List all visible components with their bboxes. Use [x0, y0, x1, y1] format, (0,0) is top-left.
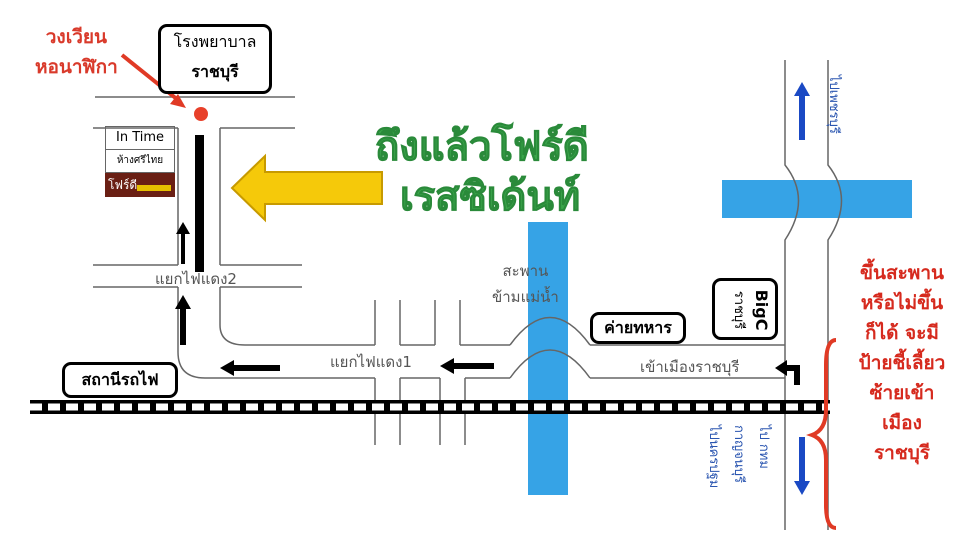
directions-note: ขึ้นสะพาน หรือไม่ขึ้น ก็ได้ จะมี ป้ายชี้…	[840, 258, 964, 468]
army-camp-box: ค่ายทหาร	[590, 312, 686, 344]
arrived-title: ถึงแล้วโฟร์ดี เรสซิเด้นท์	[375, 122, 590, 222]
arrow-left-icon	[220, 360, 280, 376]
bigc-box: BigC ราชบุรี	[712, 278, 778, 340]
bridge-line-1: สะพาน	[502, 262, 549, 280]
bridge-label: สะพาน ข้ามแม่น้ำ	[492, 258, 559, 310]
note-line: ป้ายชี้เลี้ยว	[858, 352, 946, 374]
bigc-line-1: BigC	[752, 289, 771, 331]
note-line: ก็ได้ จะมี	[865, 322, 939, 344]
arrived-line-2: เรสซิเด้นท์	[400, 174, 581, 221]
logo-bar	[137, 185, 171, 191]
to-phetchaburi-label: ไปเพชรบุรี	[826, 75, 841, 134]
arrow-up-icon	[175, 295, 191, 345]
roundabout-line-1: วงเวียน	[45, 26, 107, 48]
enter-city-label: เข้าเมืองราชบุรี	[640, 358, 740, 376]
big-yellow-arrow-icon	[230, 153, 383, 223]
brace	[806, 338, 837, 530]
hospital-line-1: โรงพยาบาล	[173, 32, 257, 51]
arrow-left-icon	[440, 358, 494, 374]
store-signs: In Time ห้างศรีไทย โฟร์ดี	[105, 126, 175, 197]
note-line: ซ้ายเข้า	[869, 382, 935, 404]
to-nakhonpathom-label: ไปนครปฐม	[706, 425, 721, 489]
roundabout-line-2: หอนาฬิกา	[35, 56, 118, 78]
note-line: หรือไม่ขึ้น	[860, 292, 944, 314]
bridge-line-2: ข้ามแม่น้ำ	[492, 288, 559, 306]
train-station-box: สถานีรถไฟ	[62, 362, 178, 398]
arrow-up-icon	[176, 222, 190, 264]
roads	[93, 60, 843, 530]
to-kanchanaburi-label: กาญจนบุรี	[731, 425, 746, 483]
turn-left-arrow-icon	[775, 360, 800, 385]
river-right	[722, 180, 912, 218]
arrow-up-blue-icon	[794, 82, 810, 140]
arrived-line-1: ถึงแล้วโฟร์ดี	[375, 124, 590, 171]
bigc-line-2: ราชบุรี	[731, 290, 746, 330]
note-line: ขึ้นสะพาน	[860, 262, 944, 284]
fourd-logo: โฟร์ดี	[105, 173, 175, 197]
note-line: ราชบุรี	[873, 442, 931, 464]
bigc-rotated: BigC ราชบุรี	[727, 282, 773, 337]
roundabout-label: วงเวียน หอนาฬิกา	[35, 22, 118, 82]
arrow-down-blue-icon	[794, 437, 810, 495]
fourd-logo-text: โฟร์ดี	[108, 178, 138, 192]
route-arrows	[175, 135, 800, 385]
pointer-arrowhead-icon	[170, 94, 186, 108]
route-bar-top	[195, 135, 204, 255]
to-bangkok-label: ไป กทม	[756, 425, 771, 469]
river-main	[528, 222, 568, 495]
note-line: เมือง	[882, 412, 922, 434]
hospital-line-2: ราชบุรี	[191, 62, 239, 81]
hospital-box: โรงพยาบาล ราชบุรี	[158, 24, 272, 94]
sri-thai-sign: ห้างศรีไทย	[105, 150, 175, 173]
junction-1-label: แยกไฟแดง1	[330, 353, 412, 371]
roundabout-dot	[194, 107, 208, 121]
railway	[30, 400, 830, 414]
in-time-sign: In Time	[105, 126, 175, 150]
junction-2-label: แยกไฟแดง2	[155, 270, 237, 288]
